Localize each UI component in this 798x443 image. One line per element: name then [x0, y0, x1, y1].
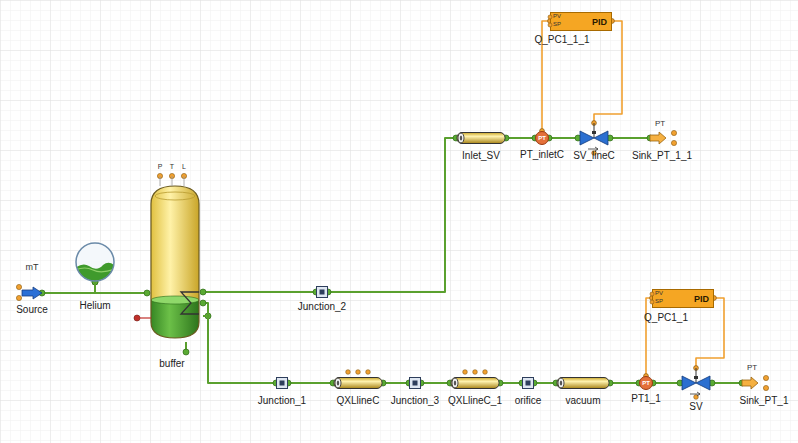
component-symbol: [556, 377, 610, 389]
flow-pipe-line: [546, 135, 581, 141]
flow-pipe-line: [92, 279, 150, 296]
component-name: Junction_1: [258, 395, 306, 407]
component-name: QXLlineC_1: [448, 395, 502, 407]
flow-pipe-line: [285, 380, 336, 386]
flow-pipe-line: [503, 135, 538, 141]
component-symbol: [742, 377, 758, 389]
component-name: SV_lineC: [573, 150, 615, 162]
component-name: Sink_PT_1: [740, 395, 789, 407]
symbol-tag: PID: [694, 294, 709, 304]
source-arrow: Source: [22, 287, 42, 299]
pid-port-tag: PV: [553, 13, 561, 20]
sink-arrow: Sink_PT_1: [742, 377, 758, 389]
pressure-sensor: PTPT1_1: [639, 376, 653, 390]
pipe-component: vacuum: [556, 377, 610, 389]
control-valve: SV_lineC: [578, 123, 610, 145]
component-symbol: [680, 368, 712, 390]
component-symbol: [578, 123, 610, 145]
component-symbol: [450, 377, 500, 389]
flow-pipe-line: [39, 279, 98, 296]
flow-pipe-line: [531, 380, 559, 386]
port-dots: [16, 130, 768, 399]
component-name: SV: [689, 401, 702, 413]
flow-pipe-line: [709, 380, 745, 386]
component-name: Inlet_SV: [462, 150, 500, 162]
flow-pipe-line: [325, 135, 459, 295]
component-name: Junction_2: [298, 301, 346, 313]
pressure-sensor: PTPT_inletC: [535, 131, 549, 145]
control-valve: SV: [680, 368, 712, 390]
flow-pipe-line: [380, 380, 412, 386]
pid-port-tag: SP: [655, 298, 663, 305]
port-tag: P: [158, 163, 163, 171]
component-symbol: [650, 132, 666, 144]
symbol-tag: PT: [538, 135, 546, 142]
symbol-tag: PID: [592, 17, 607, 27]
control-signal-line: [592, 19, 622, 126]
junction-box: orifice: [522, 377, 534, 389]
component-name: QXLlineC: [337, 395, 380, 407]
component-name: Sink_PT_1_1: [632, 150, 692, 162]
flow-port-tag: mT: [26, 262, 39, 272]
component-symbol: [147, 182, 203, 342]
flow-pipe-line: [607, 135, 653, 141]
component-name: Q_PC1_1: [644, 312, 688, 324]
component-symbol: [456, 132, 506, 144]
component-symbol: [276, 377, 288, 389]
junction-box: Junction_1: [276, 377, 288, 389]
port-tag: PT: [747, 363, 757, 372]
component-symbol: [75, 242, 115, 282]
component-symbol: [522, 377, 534, 389]
pipe-component: QXLlineC_1: [450, 377, 500, 389]
component-symbol: [22, 287, 42, 299]
pid-port-tag: PV: [655, 290, 663, 297]
sink-arrow: Sink_PT_1_1: [650, 132, 666, 144]
component-name: buffer: [159, 358, 184, 370]
component-name: vacuum: [565, 395, 600, 407]
component-name: Source: [16, 304, 48, 316]
component-name: Q_PC1_1_1: [534, 34, 589, 46]
component-name: PT_inletC: [520, 149, 564, 161]
port-tag: T: [170, 163, 174, 171]
component-symbol: [316, 286, 328, 298]
control-signal-line: [644, 296, 655, 379]
flow-pipe-line: [650, 380, 683, 386]
flow-pipe-line: [200, 300, 279, 386]
component-name: Junction_3: [391, 395, 439, 407]
flow-pipe-line: [200, 289, 319, 295]
flow-pipe-line: [497, 380, 525, 386]
flow-pipe-line: [418, 380, 453, 386]
junction-box: Junction_2: [316, 286, 328, 298]
buffer-vessel: buffer: [147, 182, 203, 342]
symbol-tag: PT: [642, 380, 650, 387]
gas-medium: Helium: [75, 242, 115, 282]
pipe-component: QXLlineC: [333, 377, 383, 389]
component-name: Helium: [79, 300, 110, 312]
pipe-component: Inlet_SV: [456, 132, 506, 144]
port-tag: L: [182, 163, 186, 171]
junction-box: Junction_3: [409, 377, 421, 389]
component-symbol: [409, 377, 421, 389]
component-name: orifice: [515, 395, 542, 407]
component-symbol: [333, 377, 383, 389]
flow-pipe-line: [607, 380, 642, 386]
port-tag: PT: [655, 119, 665, 128]
pid-port-tag: SP: [553, 21, 561, 28]
component-name: PT1_1: [631, 393, 660, 405]
